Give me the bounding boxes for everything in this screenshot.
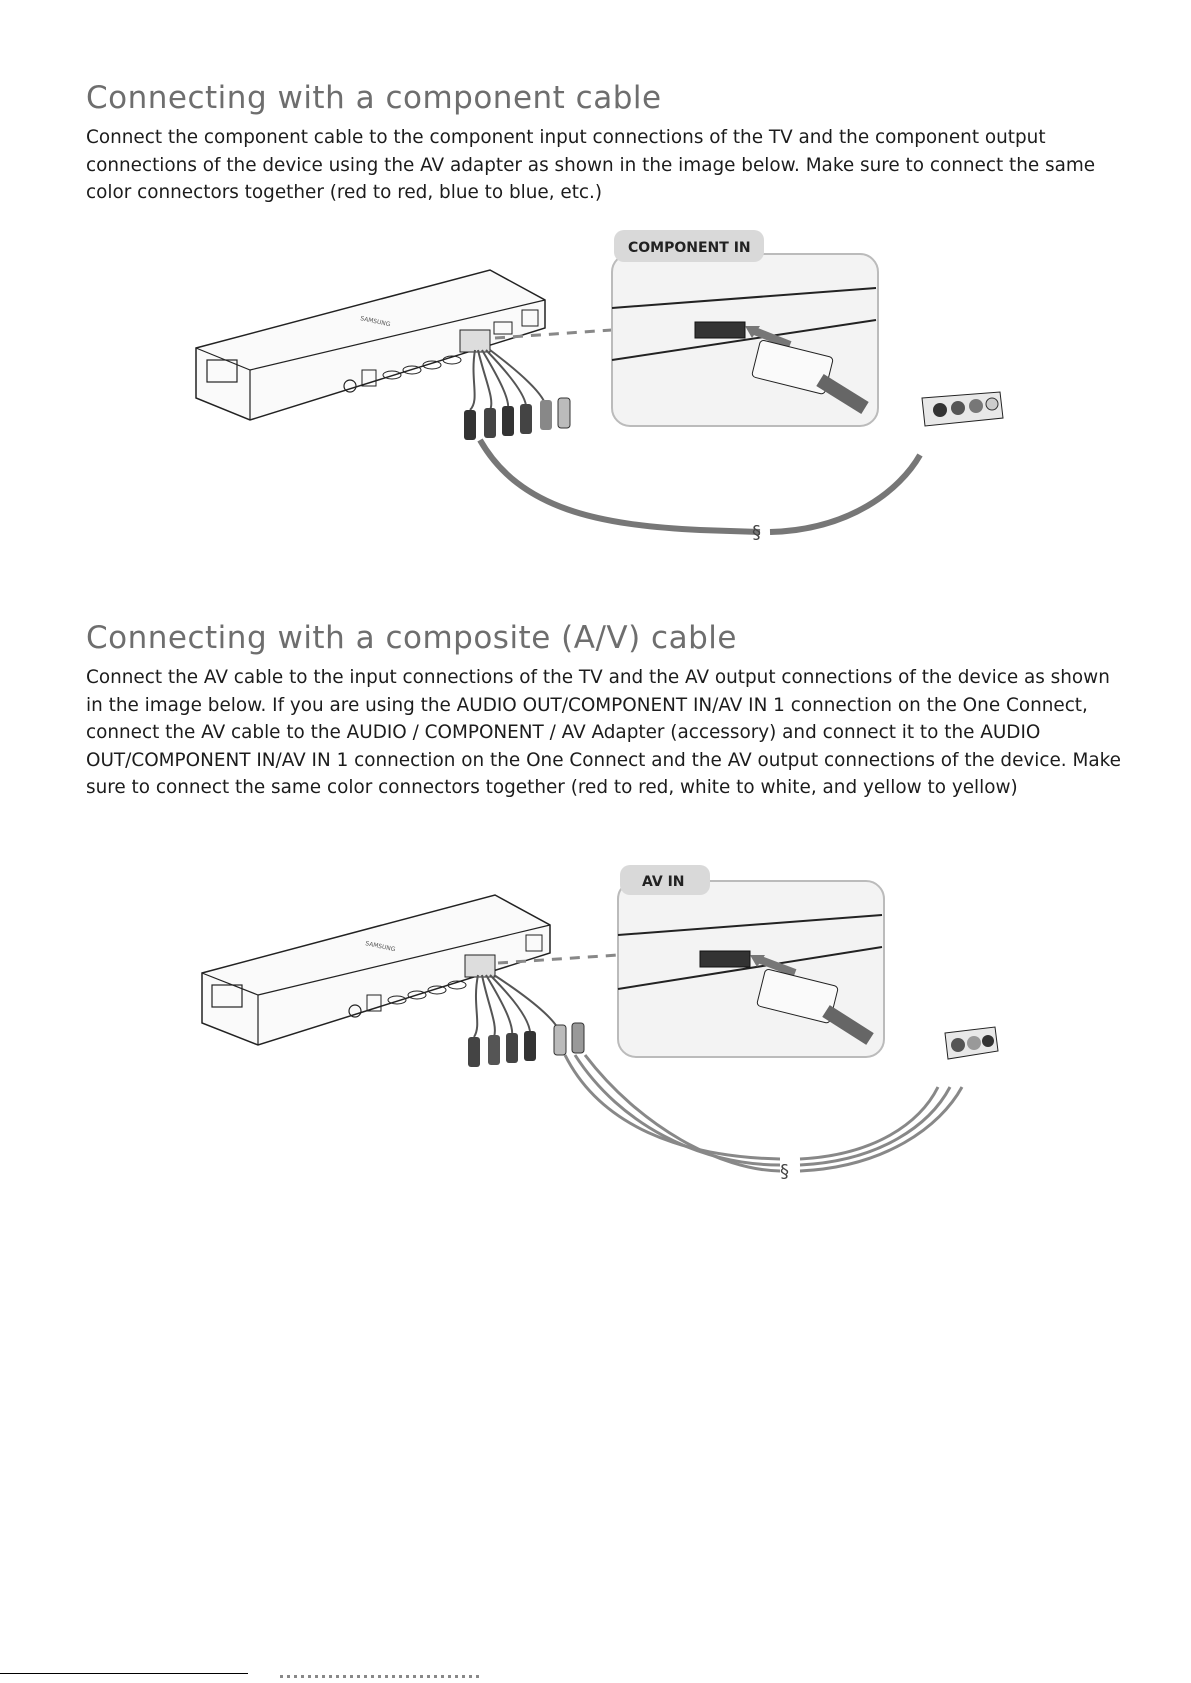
- svg-text:§: §: [780, 1161, 789, 1182]
- one-connect-box: SAMSUNG: [201, 894, 551, 1046]
- av-in-label: AV IN: [642, 874, 685, 890]
- composite-section-title: Connecting with a composite (A/V) cable: [86, 620, 737, 656]
- composite-plugs: [468, 1022, 585, 1067]
- composite-section-body: Connect the AV cable to the input connec…: [86, 667, 1121, 798]
- av-adapter: [944, 1026, 999, 1060]
- component-connection-figure: SAMSUNG: [0, 230, 1191, 550]
- footer-rule: [0, 1673, 248, 1674]
- composite-connection-figure: SAMSUNG: [0, 865, 1191, 1185]
- component-plugs: [464, 397, 571, 440]
- component-section-body: Connect the component cable to the compo…: [86, 127, 1096, 203]
- one-connect-box: SAMSUNG: [195, 269, 546, 421]
- component-zoom-panel: COMPONENT IN: [611, 230, 879, 427]
- component-section-title: Connecting with a component cable: [86, 80, 662, 116]
- footer-dots: [280, 1675, 480, 1678]
- svg-text:§: §: [752, 522, 761, 543]
- composite-zoom-panel: AV IN: [617, 865, 885, 1058]
- av-adapter: [921, 391, 1004, 427]
- component-in-label: COMPONENT IN: [628, 240, 751, 256]
